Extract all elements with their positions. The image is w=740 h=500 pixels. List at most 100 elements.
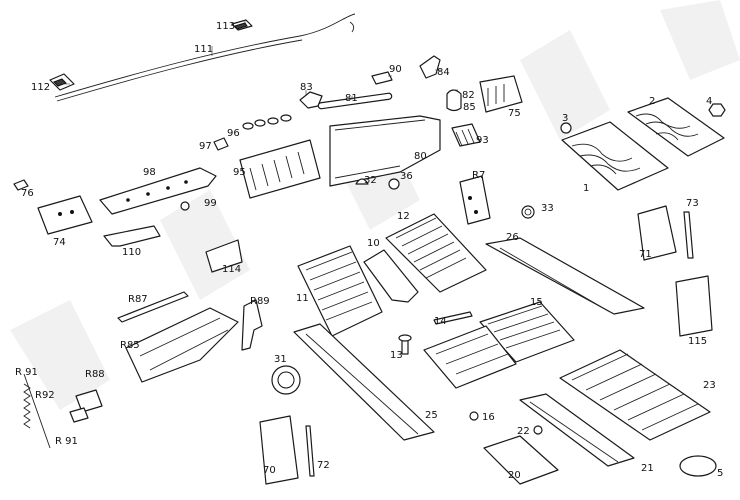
label-71: 71 — [639, 249, 652, 260]
part-111-trim-strip — [54, 13, 356, 98]
part-99-washer — [180, 201, 190, 211]
label-22: 22 — [517, 426, 530, 437]
label-26: 26 — [506, 232, 519, 243]
part-82-knob — [446, 89, 462, 112]
part-76-clip — [13, 179, 29, 191]
label-95: 95 — [233, 167, 246, 178]
label-110: 110 — [122, 247, 141, 258]
label-97: 97 — [199, 141, 212, 152]
part-113-clip — [231, 19, 253, 31]
part-97-spacer — [213, 137, 229, 151]
part-114-bracket — [205, 239, 243, 273]
label-4: 4 — [706, 96, 712, 107]
label-74: 74 — [53, 237, 66, 248]
label-84: 84 — [437, 67, 450, 78]
label-R88: R88 — [85, 369, 105, 380]
part-15-center-mat — [423, 325, 517, 389]
part-110-bracket — [103, 225, 161, 247]
label-R92: R92 — [35, 390, 55, 401]
label-R89: R89 — [250, 296, 270, 307]
part-71-panel — [637, 205, 677, 261]
label-72: 72 — [317, 460, 330, 471]
part-R91-rod — [23, 373, 51, 449]
part-4-nut — [708, 103, 726, 117]
label-70: 70 — [263, 465, 276, 476]
label-81: 81 — [345, 93, 358, 104]
part-3-grommet — [560, 122, 572, 134]
label-82: 82 — [462, 90, 475, 101]
label-3: 3 — [562, 113, 568, 124]
part-75-cover — [479, 75, 523, 113]
label-R91-bottom: R 91 — [55, 436, 78, 447]
part-74-bracket — [37, 195, 93, 235]
part-70-panel — [259, 415, 299, 485]
label-5: 5 — [717, 468, 723, 479]
part-111-clip-end — [349, 21, 355, 33]
label-83: 83 — [300, 82, 313, 93]
part-95-panel — [239, 139, 321, 199]
label-113: 113 — [216, 21, 235, 32]
label-R87: R87 — [128, 294, 148, 305]
part-21-sill — [519, 393, 635, 467]
label-112: 112 — [31, 82, 50, 93]
part-81-rod — [317, 92, 393, 110]
part-1-mat — [561, 121, 669, 191]
label-25: 25 — [425, 410, 438, 421]
label-R91-top: R 91 — [15, 367, 38, 378]
label-31: 31 — [274, 354, 287, 365]
label-R85: R85 — [120, 340, 140, 351]
part-32-knob — [355, 178, 369, 185]
label-76: 76 — [21, 188, 34, 199]
part-84-bracket — [419, 55, 441, 79]
part-98-rail — [99, 167, 217, 215]
label-21: 21 — [641, 463, 654, 474]
label-2: 2 — [649, 96, 655, 107]
label-12: 12 — [397, 211, 410, 222]
part-90-clip — [371, 71, 393, 85]
label-32: 32 — [364, 175, 377, 186]
part-16-bolt — [469, 411, 479, 421]
part-26-sill — [485, 237, 645, 315]
part-R85-door-pocket — [125, 307, 239, 383]
part-5-plug — [679, 455, 717, 477]
label-96: 96 — [227, 128, 240, 139]
part-R88-hinge — [75, 389, 103, 413]
label-11: 11 — [296, 293, 309, 304]
label-90: 90 — [389, 64, 402, 75]
part-22-bolt — [533, 425, 543, 435]
part-14-strip — [433, 311, 473, 325]
part-80-panel — [329, 115, 441, 187]
label-20: 20 — [508, 470, 521, 481]
label-115: 115 — [688, 336, 707, 347]
part-112-end-cap — [49, 73, 75, 91]
label-16: 16 — [482, 412, 495, 423]
label-23: 23 — [703, 380, 716, 391]
label-80: 80 — [414, 151, 427, 162]
part-12-mat — [385, 213, 487, 293]
label-14: 14 — [434, 316, 447, 327]
part-R92-spring — [23, 383, 31, 429]
part-36-grommet — [388, 178, 400, 190]
label-36: 36 — [400, 171, 413, 182]
part-R7-bracket — [459, 175, 491, 225]
label-111: 111 — [194, 44, 213, 55]
part-10-tunnel-cover — [363, 249, 419, 303]
part-R89-bracket — [241, 299, 263, 351]
label-114: 114 — [222, 264, 241, 275]
label-33: 33 — [541, 203, 554, 214]
label-99: 99 — [204, 198, 217, 209]
label-R7: R7 — [472, 170, 485, 181]
part-115-plate — [675, 275, 713, 337]
label-13: 13 — [390, 350, 403, 361]
label-73: 73 — [686, 198, 699, 209]
part-72-strip — [305, 425, 315, 477]
label-75: 75 — [508, 108, 521, 119]
label-98: 98 — [143, 167, 156, 178]
label-15: 15 — [530, 297, 543, 308]
part-73-strip — [683, 211, 694, 259]
part-20-bar — [483, 435, 559, 485]
part-2-mat — [627, 97, 725, 157]
part-96-clips — [242, 114, 292, 130]
